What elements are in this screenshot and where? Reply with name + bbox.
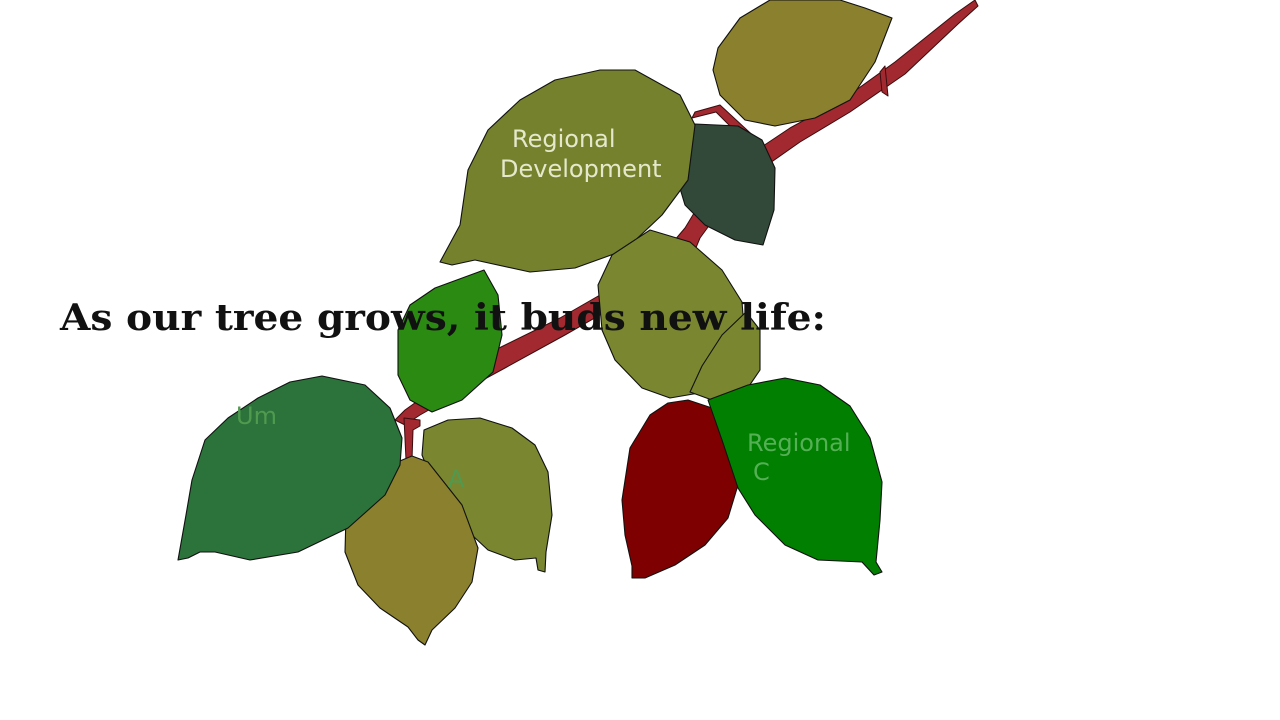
- leaf-um: [177, 375, 403, 561]
- label-regional-development-line1: Regional: [512, 125, 616, 153]
- leaf-ochre-top-right: [712, 0, 893, 127]
- headline-text: As our tree grows, it buds new life:: [59, 297, 826, 339]
- leaf-regional-c: [707, 377, 883, 576]
- label-regional-c-line2: C: [753, 458, 770, 486]
- leaf-olive-a: [421, 417, 553, 573]
- leaf-darkslate: [675, 123, 776, 246]
- label-a: A: [448, 465, 465, 493]
- leaves: [177, 0, 893, 646]
- leaf-regional-development: [439, 69, 696, 273]
- leaf-green: [397, 269, 503, 413]
- twig-lower: [403, 417, 421, 461]
- leaf-labels: Regional Development Um A Regional C: [236, 125, 851, 493]
- label-regional-development-line2: Development: [500, 155, 662, 183]
- twig-upper: [879, 65, 889, 97]
- label-um: Um: [236, 402, 277, 430]
- label-regional-c-line1: Regional: [747, 429, 851, 457]
